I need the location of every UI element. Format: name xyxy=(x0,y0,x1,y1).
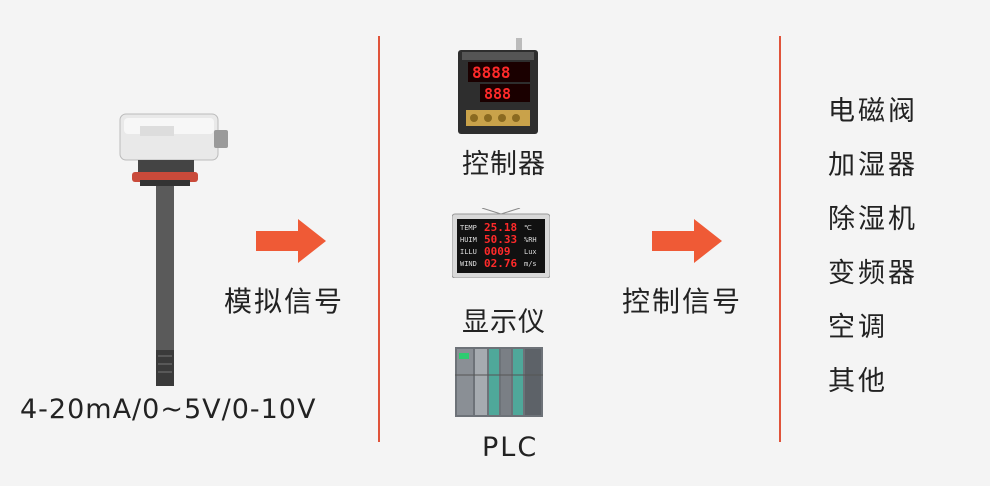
output-device-list: 电磁阀 加湿器 除湿机 变频器 空调 其他 xyxy=(828,92,918,416)
display-row-name: ILLU xyxy=(460,248,477,256)
control-signal-label: 控制信号 xyxy=(622,285,743,318)
display-row-unit: m/s xyxy=(524,260,537,268)
controller-image: 8888 888 xyxy=(458,38,538,134)
output-item: 加湿器 xyxy=(828,150,918,181)
arrow-right-icon xyxy=(652,219,722,263)
display-row-name: TEMP xyxy=(460,224,477,232)
svg-text:8888: 8888 xyxy=(472,63,511,82)
output-item: 除湿机 xyxy=(828,204,918,235)
plc-image xyxy=(455,347,543,417)
display-panel-image: TEMP 25.18 ℃ HUIM 50.33 %RH ILLU 0009 Lu… xyxy=(451,207,551,279)
display-row-name: HUIM xyxy=(460,236,477,244)
display-label: 显示仪 xyxy=(462,307,546,338)
divider-left xyxy=(378,36,380,442)
display-row-value: 0009 xyxy=(484,245,511,258)
output-item: 电磁阀 xyxy=(828,96,918,127)
analog-signal-label: 模拟信号 xyxy=(224,285,345,318)
controller-label: 控制器 xyxy=(462,149,546,180)
display-row-value: 50.33 xyxy=(484,233,518,246)
svg-text:888: 888 xyxy=(484,85,511,103)
output-item: 其他 xyxy=(828,366,888,397)
divider-right xyxy=(779,36,781,442)
display-row-name: WIND xyxy=(460,260,477,268)
output-item: 空调 xyxy=(828,312,888,343)
plc-label: PLC xyxy=(482,432,539,463)
arrow-right-icon xyxy=(256,219,326,263)
display-row-unit: %RH xyxy=(524,236,537,244)
display-row-value: 02.76 xyxy=(484,257,518,270)
display-row-unit: Lux xyxy=(524,248,537,256)
output-item: 变频器 xyxy=(828,258,918,289)
sensor-range-label: 4-20mA/0~5V/0-10V xyxy=(20,394,317,425)
duct-humidity-sensor-image xyxy=(119,113,228,386)
display-row-unit: ℃ xyxy=(524,224,532,232)
display-row-value: 25.18 xyxy=(484,221,518,234)
